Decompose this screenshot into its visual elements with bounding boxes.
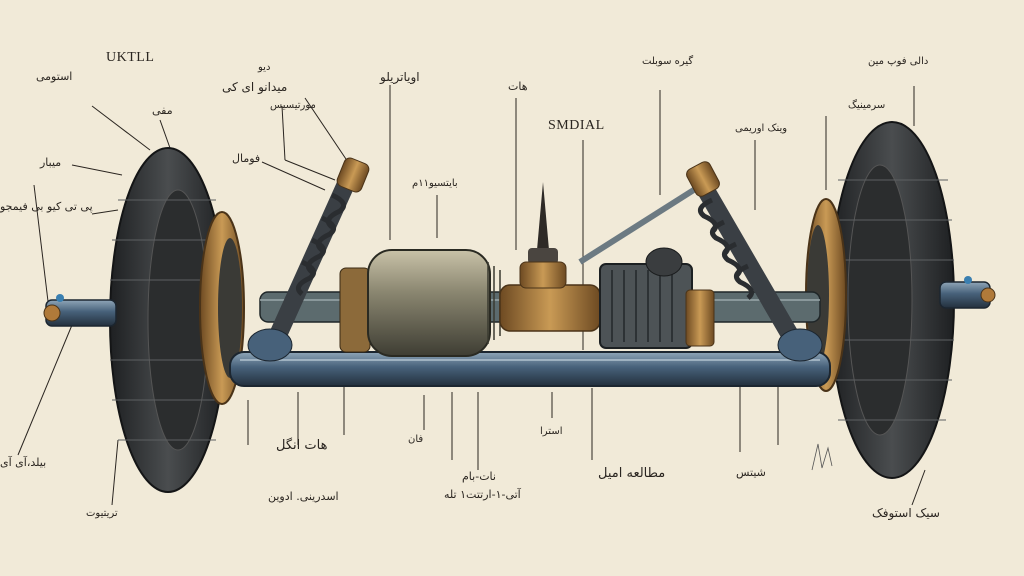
- label-14: سرمینیگ: [848, 100, 886, 111]
- label-10: بايتسيو۱۱م: [412, 178, 458, 189]
- tie-rod: [578, 183, 702, 265]
- differential-housing: [339, 249, 601, 357]
- label-17: هات انگل: [276, 438, 328, 453]
- label-4: دیو: [258, 62, 271, 73]
- axle-beam: [229, 351, 831, 387]
- label-3: پی تی کیو بی فیمجو: [0, 200, 93, 213]
- sketch-mark: [811, 443, 833, 471]
- label-20: نات-بام: [462, 470, 496, 483]
- label-23: مطالعه امیل: [598, 466, 666, 481]
- gearbox: [599, 247, 715, 349]
- right-hub: [939, 276, 996, 309]
- center-spike: [519, 182, 567, 289]
- right-shock-absorber: [686, 161, 823, 362]
- leader-lines: [17, 85, 926, 506]
- label-1: مفی: [152, 104, 173, 117]
- label-2: میبار: [40, 156, 62, 169]
- label-16: تریتیوت: [86, 508, 118, 519]
- right-tire: [829, 121, 955, 479]
- label-24: شیتس: [736, 466, 766, 479]
- label-8: اوياتريلو: [380, 70, 420, 84]
- label-25: سیک استوفک: [872, 506, 940, 520]
- label-5: میدانو ای کی: [222, 80, 288, 94]
- heading-center: SMDIAL: [548, 118, 605, 133]
- label-12: وینک اوریمی: [735, 123, 788, 134]
- label-6: مورتیسیس: [270, 100, 316, 111]
- label-15: بیلد،آی آی: [0, 456, 47, 469]
- left-shock-absorber: [247, 157, 370, 362]
- label-13: دالی فوپ مین: [868, 56, 929, 67]
- label-11: گیره سوبلت: [642, 56, 694, 67]
- left-hub: [43, 294, 117, 327]
- label-9: هات: [508, 80, 528, 93]
- label-21: آتی-۱-ارتتت۱ تله: [444, 488, 521, 501]
- heading-top-left: UKTLL: [106, 50, 155, 65]
- label-0: استومی: [36, 70, 73, 83]
- label-18: اسدرینی. ادوین: [268, 490, 339, 503]
- label-7: فومال: [232, 152, 261, 165]
- label-19: فان: [408, 434, 424, 445]
- label-22: استرا: [540, 426, 563, 437]
